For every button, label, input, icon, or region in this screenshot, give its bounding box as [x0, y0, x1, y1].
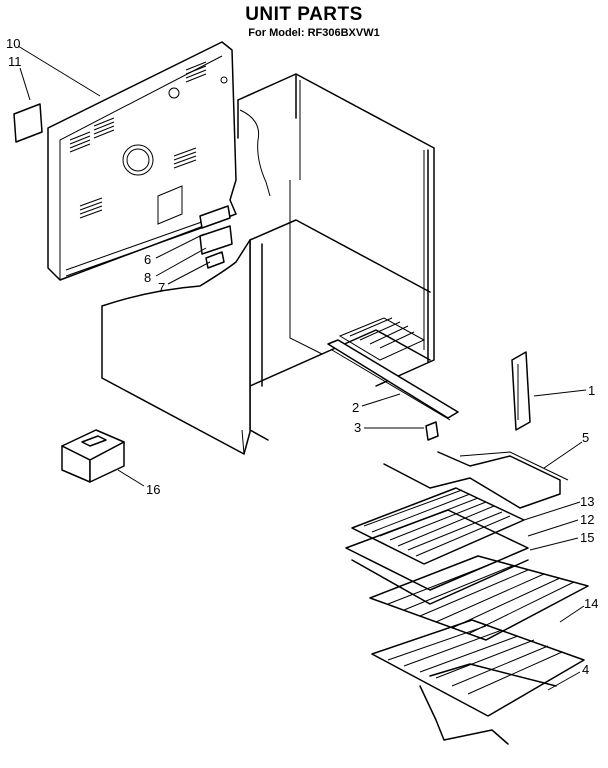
oven-rack-lower: [371, 619, 585, 717]
clip: [425, 421, 439, 441]
callout-5: 5: [582, 430, 589, 445]
callout-12: 12: [580, 512, 594, 527]
access-plate: [13, 103, 43, 143]
terminal-block: [199, 205, 233, 269]
callout-3: 3: [354, 420, 361, 435]
control-box: [61, 429, 125, 483]
callout-4: 4: [582, 662, 589, 677]
vent-trim: [511, 351, 531, 431]
callout-10: 10: [6, 36, 20, 51]
callout-2: 2: [352, 400, 359, 415]
broil-element: [383, 451, 569, 509]
callout-1: 1: [588, 383, 595, 398]
callout-16: 16: [146, 482, 160, 497]
leader-lines: [17, 45, 587, 691]
callout-7: 7: [158, 280, 165, 295]
callout-11: 11: [8, 54, 22, 69]
callout-13: 13: [580, 494, 594, 509]
callout-labels: 10 11 6 8 7 1 2 3 5 13 12 15 14 4 16: [6, 36, 598, 677]
broiler-grid: [351, 487, 525, 565]
side-panel: [101, 239, 251, 455]
oven-rack-upper: [369, 555, 589, 641]
broiler-pan: [345, 509, 529, 605]
page-title: UNIT PARTS: [245, 4, 363, 25]
page-subtitle: For Model: RF306BXVW1: [248, 27, 380, 39]
callout-14: 14: [584, 596, 598, 611]
callout-15: 15: [580, 530, 594, 545]
bake-element: [419, 663, 557, 745]
bottom-panel: [338, 317, 426, 361]
cabinet-frame: [237, 73, 435, 441]
callout-8: 8: [144, 270, 151, 285]
support-bracket: [327, 339, 459, 421]
back-panel: [47, 41, 237, 281]
callout-6: 6: [144, 252, 151, 267]
